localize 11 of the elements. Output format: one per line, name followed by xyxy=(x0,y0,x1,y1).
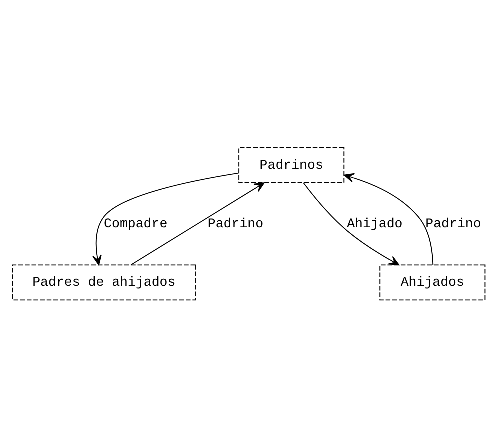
arrow xyxy=(92,172,240,266)
edge-label: Compadre xyxy=(104,216,168,232)
node-box: Ahijados xyxy=(380,264,486,300)
edge-label: Padrino xyxy=(426,216,482,232)
edge-label: Padrino xyxy=(208,216,264,232)
arrow xyxy=(303,182,400,266)
node-box: Padres de ahijados xyxy=(12,264,196,300)
arrow xyxy=(130,182,265,266)
arrow xyxy=(344,172,434,265)
edge-label: Ahijado xyxy=(347,216,403,232)
node-box: Padrinos xyxy=(238,146,345,183)
